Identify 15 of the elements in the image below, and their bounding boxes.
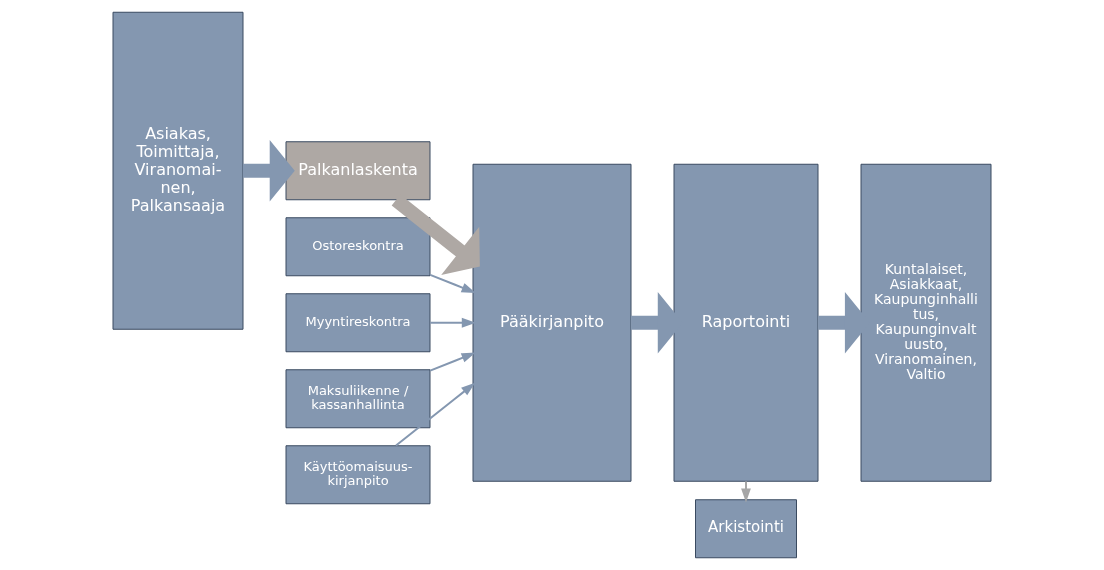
arrow	[429, 352, 476, 372]
node-box: Arkistointi	[695, 499, 797, 559]
arrow	[429, 273, 476, 293]
node-box: Ostoreskontra	[285, 217, 431, 277]
node-box: Pääkirjanpito	[472, 163, 632, 482]
node-box: Raportointi	[673, 163, 819, 482]
node-box: Asiakas, Toimittaja, Viranomai- nen, Palkansaaja	[112, 11, 244, 330]
arrow	[429, 317, 476, 328]
node-box: Käyttöomaisuus- kirjanpito	[285, 445, 431, 505]
arrow	[395, 382, 476, 447]
node-box: Myyntireskontra	[285, 293, 431, 353]
node-box: Maksuliikenne / kassanhallinta	[285, 369, 431, 429]
node-box: Kuntalaiset, Asiakkaat, Kaupunginhalli tus, Kaupunginvalt uusto, Viranomainen, Valtio	[860, 163, 992, 482]
node-box: Palkanlaskenta	[285, 141, 431, 201]
arrow	[243, 140, 295, 202]
